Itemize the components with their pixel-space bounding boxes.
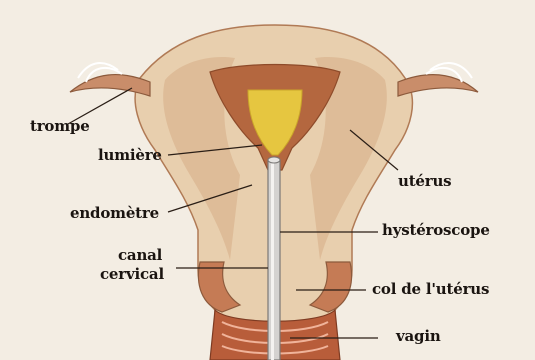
label-lumiere: lumière xyxy=(98,147,162,164)
label-vagin: vagin xyxy=(396,328,441,345)
label-endometre: endomètre xyxy=(70,205,159,222)
label-hysteroscope: hystéroscope xyxy=(382,222,490,239)
label-trompe: trompe xyxy=(30,118,90,135)
label-uterus: utérus xyxy=(398,173,451,190)
hysteroscope-tip xyxy=(268,157,280,163)
label-col: col de l'utérus xyxy=(372,281,489,298)
label-canal-line2: cervical xyxy=(100,266,164,283)
hysteroscope-shaft-highlight xyxy=(271,162,274,360)
label-canal-line1: canal xyxy=(118,247,162,264)
